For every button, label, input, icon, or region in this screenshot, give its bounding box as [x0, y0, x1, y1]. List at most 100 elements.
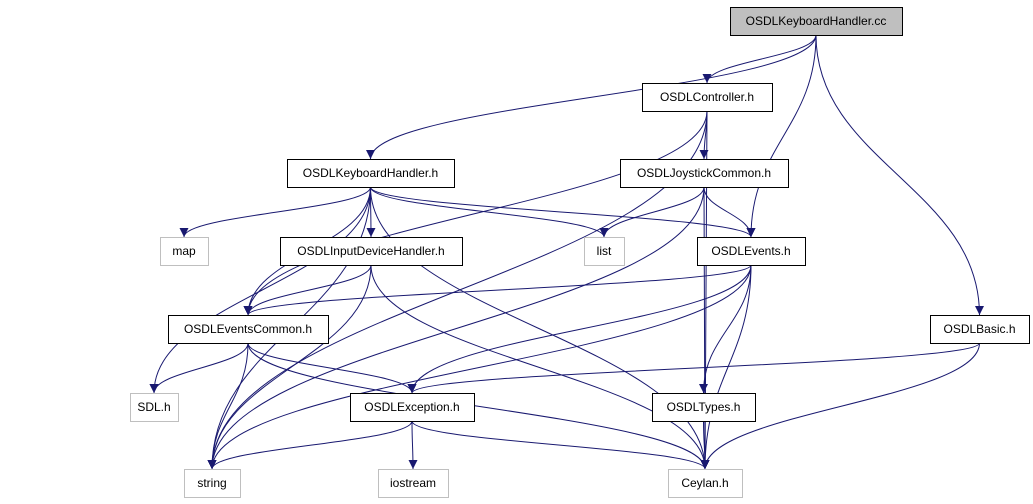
edge-osdlexception-h-to-ceylan-h [411, 420, 710, 470]
node-osdlevents-h[interactable]: OSDLEvents.h [697, 237, 806, 266]
edge-osdleventscommon-h-to-string [207, 342, 249, 470]
node-osdlinputdevicehandler-h[interactable]: OSDLInputDeviceHandler.h [280, 237, 463, 266]
edge-arrow [699, 264, 752, 394]
node-label: SDL.h [137, 400, 170, 414]
node-osdlcontroller-h[interactable]: OSDLController.h [642, 83, 773, 112]
node-sdl-h[interactable]: SDL.h [130, 393, 179, 422]
edge-arrow [366, 34, 817, 160]
edge-osdlevents-h-to-osdleventscommon-h [243, 264, 752, 316]
node-box [642, 83, 773, 112]
node-box [160, 237, 209, 266]
edge-osdleventscommon-h-to-osdlexception-h [247, 342, 417, 394]
node-osdleventscommon-h[interactable]: OSDLEventsCommon.h [168, 315, 329, 344]
edge-arrow [408, 420, 418, 470]
edge-arrow [247, 342, 417, 394]
node-box [350, 393, 475, 422]
edge-arrow [207, 264, 752, 470]
node-label: OSDLKeyboardHandler.h [303, 166, 438, 180]
edge-osdltypes-h-to-ceylan-h [700, 420, 710, 470]
edge-arrow [207, 186, 705, 470]
node-box [668, 469, 743, 498]
edge-arrow [149, 342, 249, 394]
edge-arrow [247, 342, 710, 470]
node-label: OSDLEvents.h [711, 244, 790, 258]
edge-osdljoystickcommon-h-to-osdlevents-h [703, 186, 756, 238]
edge-arrow [700, 342, 980, 470]
edge-arrow [149, 186, 371, 394]
node-box [620, 159, 789, 188]
edge-arrow [370, 186, 609, 238]
edge-osdlevents-h-to-osdlexception-h [407, 264, 752, 394]
node-ceylan-h[interactable]: Ceylan.h [668, 469, 743, 498]
node-box [287, 159, 455, 188]
node-box [168, 315, 329, 344]
edge-osdlinputdevicehandler-h-to-string [207, 264, 372, 470]
edge-osdlinputdevicehandler-h-to-ceylan-h [370, 264, 710, 470]
edge-osdlexception-h-to-iostream [408, 420, 418, 470]
node-box [697, 237, 806, 266]
edge-arrow [700, 264, 752, 470]
edge-osdlkeyboardhandler-cc-to-osdlcontroller-h [702, 34, 817, 84]
node-label: map [172, 244, 196, 258]
edge-osdlevents-h-to-osdltypes-h [699, 264, 752, 394]
node-osdltypes-h[interactable]: OSDLTypes.h [652, 393, 756, 422]
node-osdlbasic-h[interactable]: OSDLBasic.h [930, 315, 1030, 344]
edge-arrow [815, 34, 984, 316]
node-label: string [197, 476, 226, 490]
edges-layer [149, 34, 984, 470]
edge-osdleventscommon-h-to-ceylan-h [247, 342, 710, 470]
node-box [378, 469, 449, 498]
node-box [652, 393, 756, 422]
edge-osdlkeyboardhandler-h-to-osdlevents-h [370, 186, 756, 238]
node-label: OSDLJoystickCommon.h [637, 166, 771, 180]
node-osdlexception-h[interactable]: OSDLException.h [350, 393, 475, 422]
edge-arrow [207, 420, 413, 470]
node-box [130, 393, 179, 422]
edge-arrow [411, 420, 710, 470]
node-map[interactable]: map [160, 237, 209, 266]
edge-arrow [700, 420, 710, 470]
edge-arrow [746, 34, 817, 238]
node-osdlkeyboardhandler-cc[interactable]: OSDLKeyboardHandler.cc [730, 7, 903, 36]
nodes-layer: OSDLKeyboardHandler.ccOSDLController.hOS… [130, 7, 1030, 498]
node-label: OSDLKeyboardHandler.cc [746, 14, 887, 28]
node-label: OSDLTypes.h [667, 400, 741, 414]
edge-osdlkeyboardhandler-cc-to-osdlevents-h [746, 34, 817, 238]
edge-arrow [700, 186, 710, 470]
node-box [730, 7, 903, 36]
edge-arrow [599, 186, 705, 238]
edge-osdlkeyboardhandler-h-to-list [370, 186, 609, 238]
node-label: OSDLEventsCommon.h [184, 322, 312, 336]
node-osdlkeyboardhandler-h[interactable]: OSDLKeyboardHandler.h [287, 159, 455, 188]
edge-osdljoystickcommon-h-to-string [207, 186, 705, 470]
edge-arrow [370, 264, 710, 470]
node-osdljoystickcommon-h[interactable]: OSDLJoystickCommon.h [620, 159, 789, 188]
node-label: iostream [390, 476, 436, 490]
node-list[interactable]: list [584, 237, 625, 266]
node-iostream[interactable]: iostream [378, 469, 449, 498]
edge-arrow [407, 342, 980, 394]
edge-osdlinputdevicehandler-h-to-osdleventscommon-h [243, 264, 372, 316]
edge-osdlexception-h-to-string [207, 420, 413, 470]
edge-arrow [207, 342, 249, 470]
edge-arrow [243, 264, 752, 316]
edge-osdlkeyboardhandler-cc-to-osdlkeyboardhandler-h [366, 34, 817, 160]
edge-osdleventscommon-h-to-sdl-h [149, 342, 249, 394]
edge-osdlbasic-h-to-ceylan-h [700, 342, 980, 470]
edge-arrow [179, 186, 371, 238]
edge-osdlcontroller-h-to-osdleventscommon-h [243, 110, 708, 316]
edge-arrow [243, 110, 708, 316]
node-box [280, 237, 463, 266]
node-label: OSDLException.h [364, 400, 459, 414]
edge-arrow [703, 186, 756, 238]
edge-osdlkeyboardhandler-h-to-map [179, 186, 371, 238]
node-string[interactable]: string [184, 469, 241, 498]
edge-osdljoystickcommon-h-to-ceylan-h [700, 186, 710, 470]
edge-osdlbasic-h-to-osdlexception-h [407, 342, 980, 394]
edge-osdljoystickcommon-h-to-list [599, 186, 705, 238]
edge-osdlevents-h-to-ceylan-h [700, 264, 752, 470]
node-box [184, 469, 241, 498]
node-box [930, 315, 1030, 344]
edge-arrow [207, 264, 372, 470]
